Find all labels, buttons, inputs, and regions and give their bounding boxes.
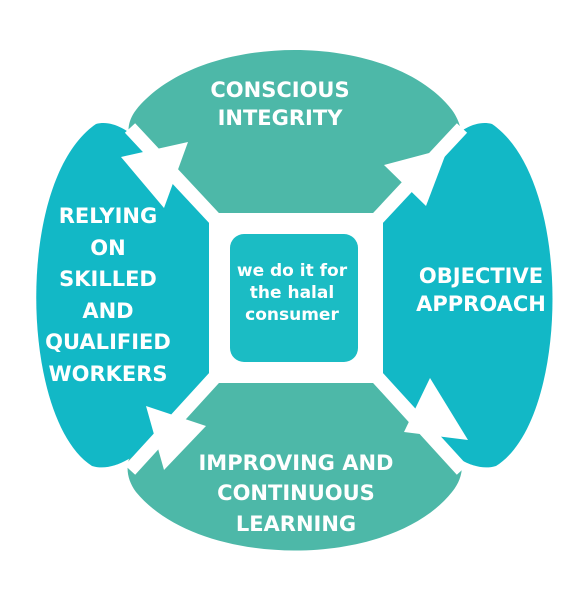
segment-right-label: OBJECTIVE APPROACH	[416, 264, 546, 317]
center-label: we do it for the halal consumer	[236, 261, 348, 326]
segment-bottom-label: IMPROVING AND CONTINUOUS LEARNING	[198, 451, 394, 536]
segment-left-shape	[36, 122, 215, 468]
center-box-shape	[230, 234, 358, 362]
segment-top-label: CONSCIOUS INTEGRITY	[210, 78, 350, 131]
arrow-bottom-to-left-icon	[146, 406, 206, 470]
segment-right-shape	[378, 122, 553, 468]
arrow-left-to-top-icon	[121, 142, 188, 208]
segment-top-shape	[128, 50, 462, 218]
segment-left-label: RELYING ON SKILLED AND QUALIFIED WORKERS	[45, 204, 171, 386]
segment-bottom-shape	[127, 378, 462, 551]
arrow-top-to-right-icon	[384, 148, 448, 206]
arrow-right-to-bottom-icon	[404, 378, 468, 440]
